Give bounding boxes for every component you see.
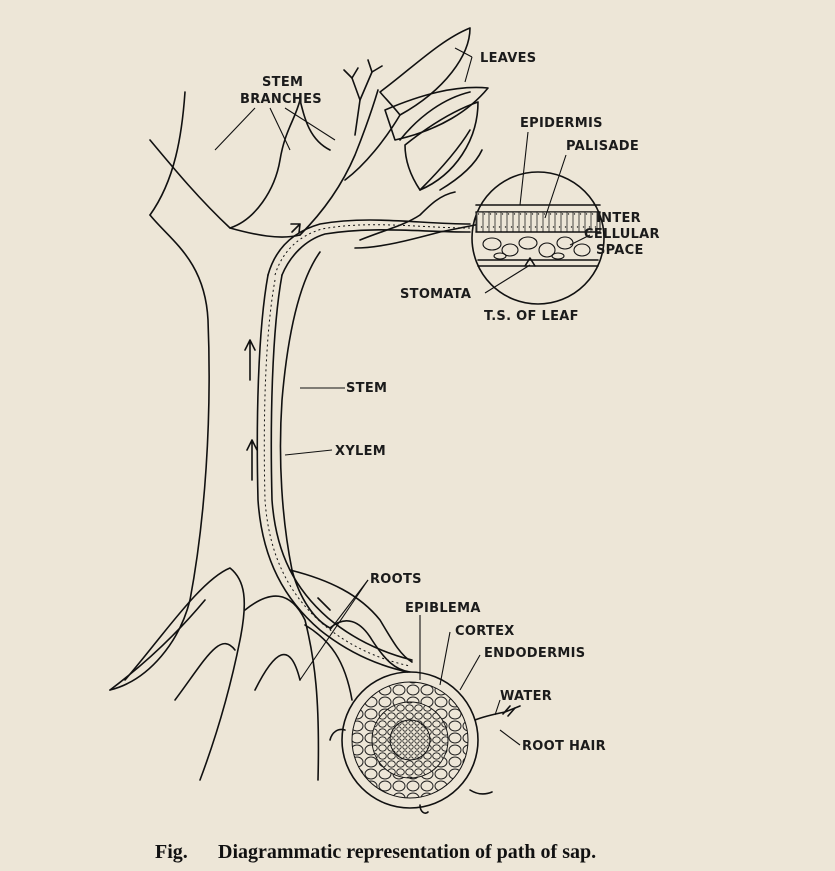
- leaves: [380, 28, 488, 190]
- label-xylem: XYLEM: [335, 444, 386, 459]
- label-stem: STEM: [346, 381, 387, 396]
- label-roots: ROOTS: [370, 572, 422, 587]
- label-inter: INTER: [596, 211, 641, 226]
- caption-prefix: Fig.: [155, 841, 188, 863]
- tree-outline: [110, 60, 480, 780]
- root-cross-section: [330, 672, 520, 813]
- label-cortex: CORTEX: [455, 624, 515, 639]
- label-stomata: STOMATA: [400, 287, 471, 302]
- label-stem-branches-1: STEM: [262, 75, 303, 90]
- label-epidermis: EPIDERMIS: [520, 116, 603, 131]
- label-water: WATER: [500, 689, 552, 704]
- label-stem-branches-2: BRANCHES: [240, 92, 322, 107]
- label-cellular: CELLULAR: [584, 227, 660, 242]
- figure-caption: Fig. Diagrammatic representation of path…: [155, 841, 596, 863]
- label-epiblema: EPIBLEMA: [405, 601, 481, 616]
- label-root-hair: ROOT HAIR: [522, 739, 606, 754]
- caption-text: Diagrammatic representation of path of s…: [218, 841, 596, 863]
- label-space: SPACE: [596, 243, 644, 258]
- label-endodermis: ENDODERMIS: [484, 646, 585, 661]
- label-ts-of-leaf: T.S. OF LEAF: [484, 309, 579, 324]
- label-palisade: PALISADE: [566, 139, 639, 154]
- label-leaves: LEAVES: [480, 51, 536, 66]
